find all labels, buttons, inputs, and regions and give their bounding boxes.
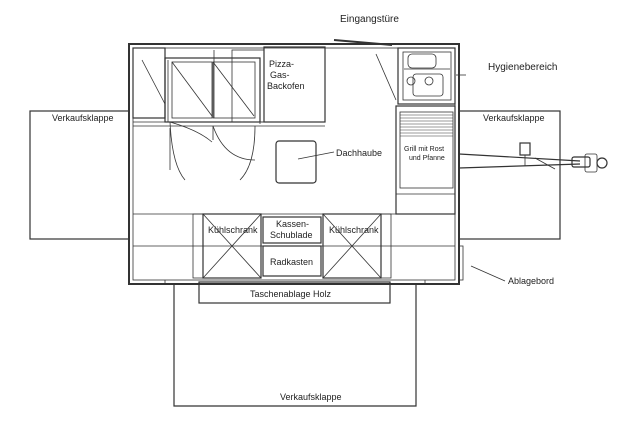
hygiene-sink (397, 47, 466, 105)
storage-leader (470, 265, 506, 282)
label-extractor-hood: Dachhaube (336, 148, 382, 158)
label-hygiene-area: Hygienebereich (488, 62, 558, 73)
label-cash-drawer-1: Kassen- (276, 219, 309, 229)
label-pizza-oven-1: Pizza- (269, 59, 294, 69)
sales-flap-left (29, 110, 130, 240)
label-grill-2: und Pfanne (409, 155, 445, 162)
label-wheel-box: Radkasten (270, 257, 313, 267)
label-bag-shelf: Taschenablage Holz (250, 289, 332, 299)
wheel-box (262, 245, 322, 277)
counter-right (380, 213, 392, 279)
door-swing (169, 121, 256, 181)
upper-cabinets (132, 47, 325, 127)
label-cash-drawer-2: Schublade (270, 230, 313, 240)
label-pizza-oven-2: Gas- (270, 70, 290, 80)
grill (395, 105, 456, 215)
label-sales-flap-bottom: Verkaufsklappe (280, 392, 342, 402)
label-sales-flap-right: Verkaufsklappe (483, 113, 545, 123)
hood-leader (297, 151, 335, 160)
label-fridge-left: Kühlschrank (208, 225, 258, 235)
bag-shelf (198, 281, 391, 304)
label-storage-shelf: Ablagebord (508, 276, 554, 286)
counter-left (192, 213, 204, 279)
label-entrance-door: Eingangstüre (340, 14, 399, 25)
sales-flap-right (458, 110, 561, 240)
label-pizza-oven-3: Backofen (267, 81, 305, 91)
extractor-hood (275, 140, 317, 184)
storage-shelf (458, 245, 464, 281)
label-grill-1: Grill mit Rost (404, 146, 444, 153)
label-fridge-right: Kühlschrank (329, 225, 379, 235)
entrance-door (330, 39, 397, 101)
drawbar-hitch (458, 142, 608, 173)
pizza-oven (231, 46, 326, 123)
cash-drawer (262, 216, 322, 244)
label-sales-flap-left: Verkaufsklappe (52, 113, 114, 123)
sales-flap-bottom (173, 284, 417, 407)
trailer-body (128, 43, 460, 285)
